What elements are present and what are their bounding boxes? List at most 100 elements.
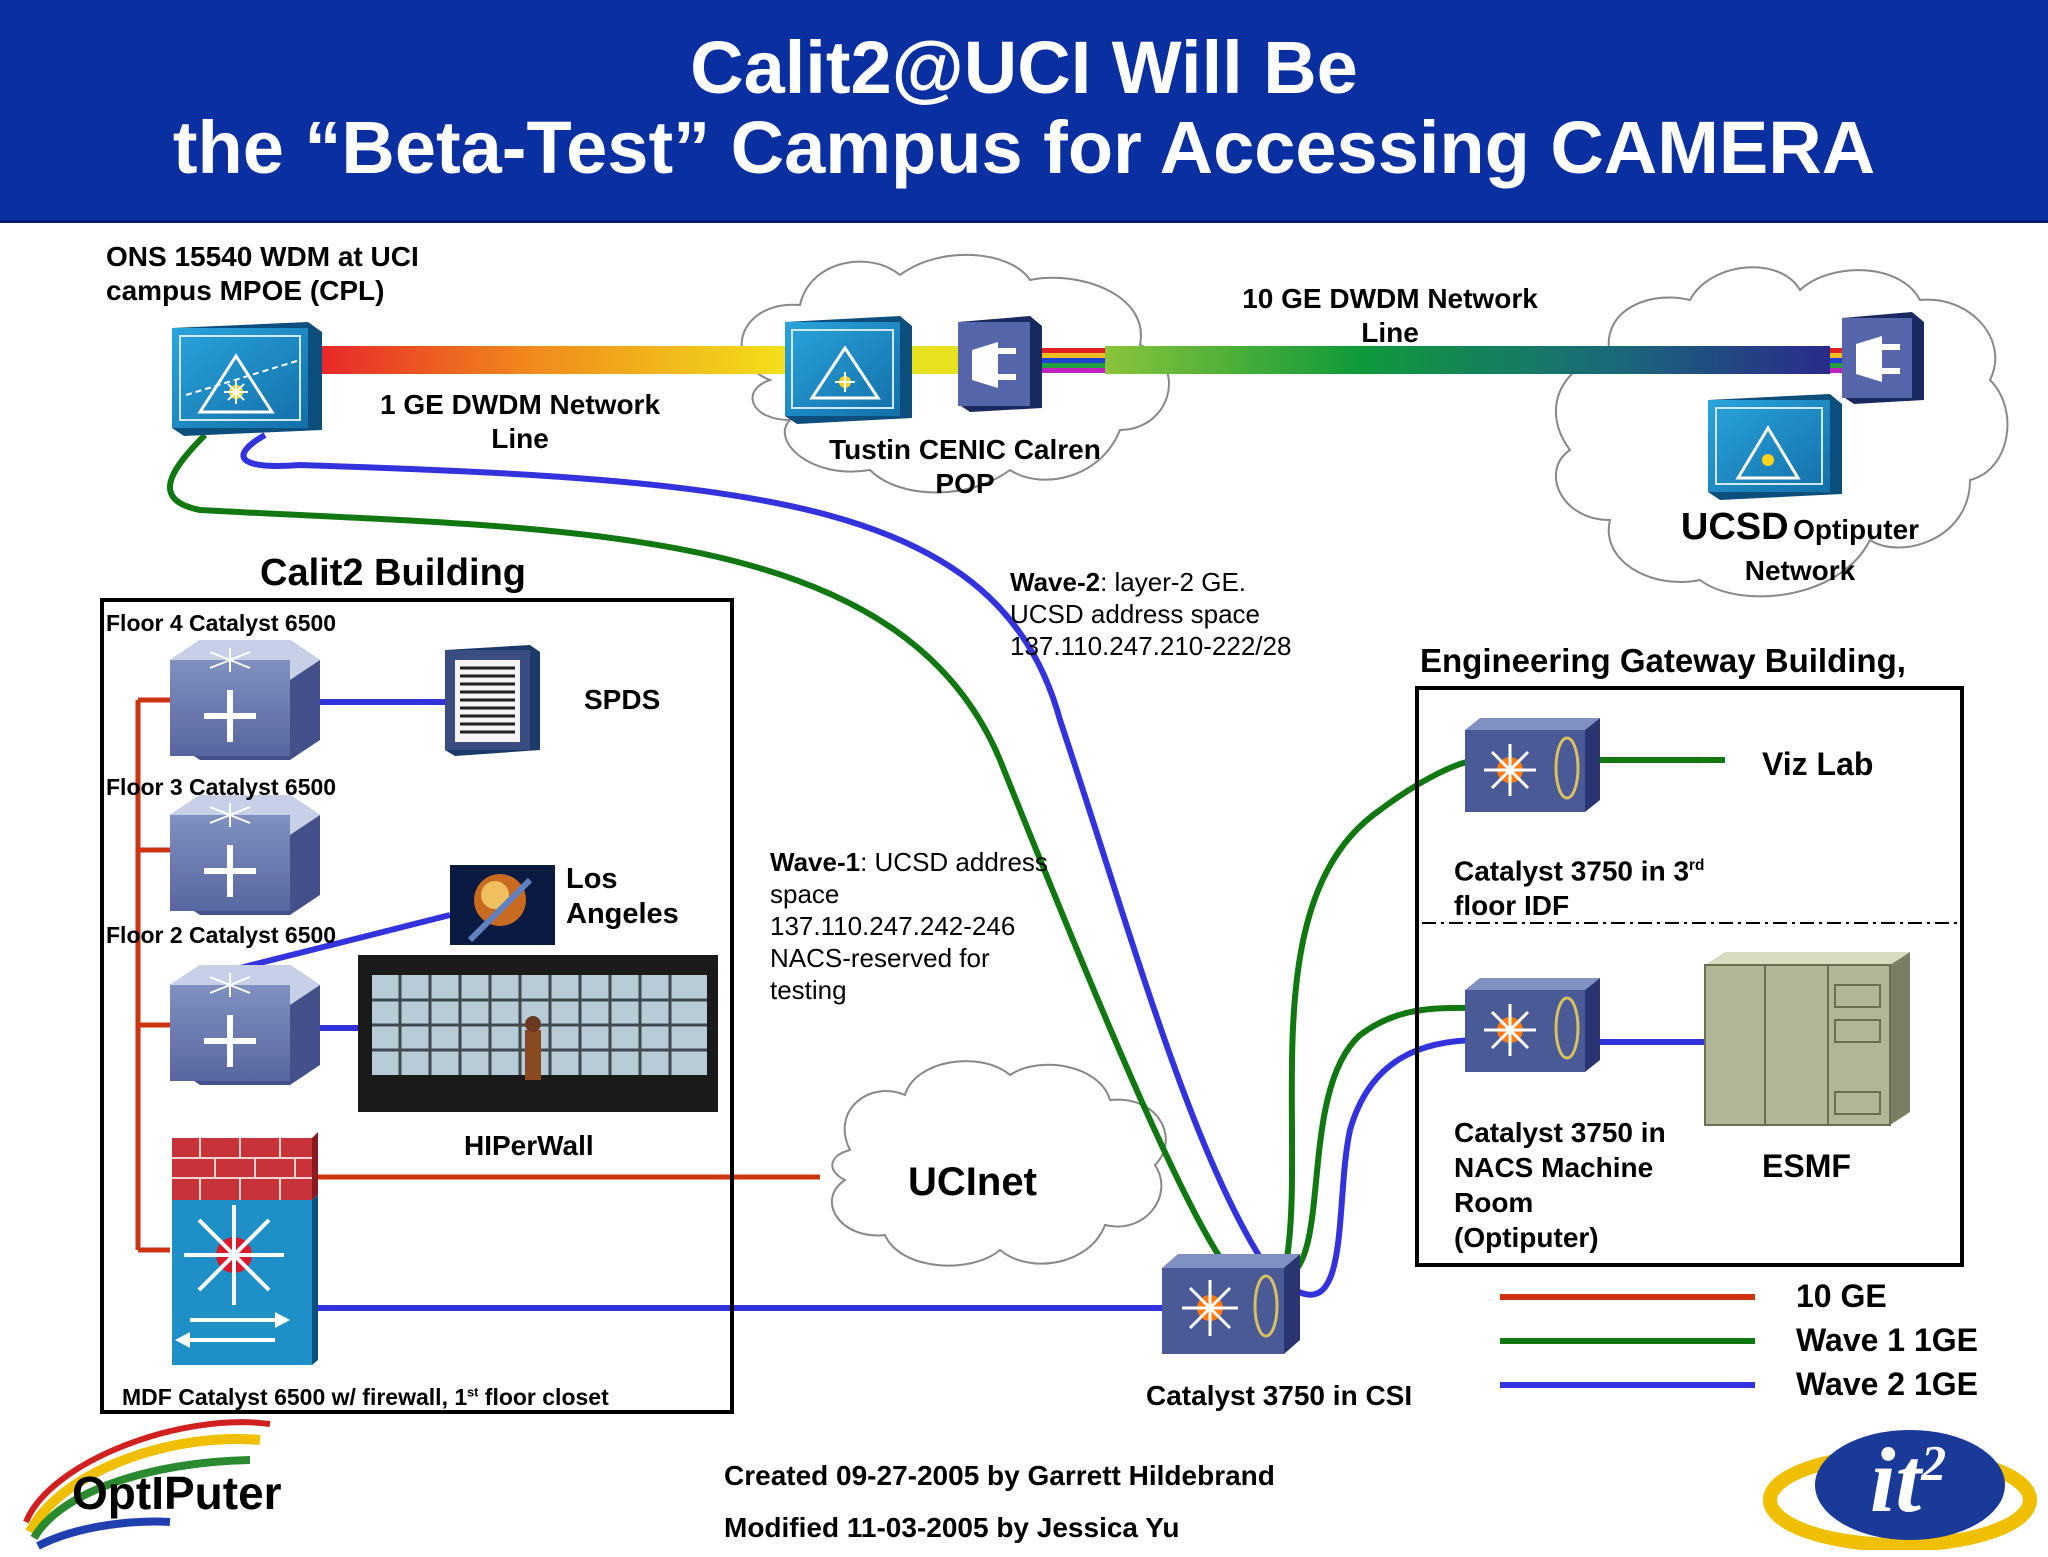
- wave2-uci-to-csi: [240, 432, 1268, 1267]
- tustin-label-line1: Tustin CENIC Calren: [829, 434, 1101, 465]
- nacs-label-line4: (Optiputer): [1454, 1222, 1599, 1253]
- ucsd-label-rest: Optiputer: [1793, 514, 1920, 545]
- wave1-csi-to-nacs: [1288, 1004, 1481, 1278]
- idf-label: Catalyst 3750 in 3rd floor IDF: [1454, 848, 1704, 923]
- hiperwall-image: [358, 955, 718, 1112]
- legend-label-wave2: Wave 2 1GE: [1796, 1366, 1979, 1402]
- wave2-note-line1: : layer-2 GE.: [1100, 567, 1247, 597]
- los-angeles-label-line1: Los: [566, 863, 618, 895]
- esmf-label: ESMF: [1762, 1148, 1851, 1184]
- title-line-1: Calit2@UCI Will Be: [690, 26, 1358, 109]
- it2-ellipse-icon: [1763, 1430, 2037, 1552]
- title-banner: Calit2@UCI Will Be the “Beta-Test” Campu…: [0, 0, 2048, 223]
- mdf-label: MDF Catalyst 6500 w/ firewall, 1st floor…: [122, 1384, 609, 1411]
- idf-switch-icon: [1465, 718, 1600, 812]
- floor3-switch-icon: [170, 795, 320, 915]
- tustin-label: Tustin CENIC Calren POP: [800, 433, 1130, 501]
- ucsd-wdm-device: [1708, 394, 1842, 500]
- ucsd-label: UCSD Optiputer Network: [1660, 508, 1940, 588]
- ucinet-cloud: [831, 1060, 1167, 1267]
- floor2-label: Floor 2 Catalyst 6500: [106, 922, 337, 948]
- dwdm-1ge-label-line1: 1 GE DWDM Network: [379, 389, 661, 420]
- ucsd-label-line2: Network: [1744, 555, 1856, 586]
- calit2-building-title: Calit2 Building: [260, 552, 526, 594]
- calit2-building-box: [100, 598, 734, 1414]
- idf-label-pre: Catalyst 3750 in 3: [1454, 855, 1690, 887]
- eng-gateway-title: Engineering Gateway Building,: [1420, 642, 1906, 679]
- floor2-switch-icon: [170, 965, 320, 1085]
- created-credit: Created 09-27-2005 by Garrett Hildebrand: [724, 1460, 1275, 1491]
- wave1-note-line2: space: [770, 879, 840, 909]
- viz-lab-label: Viz Lab: [1762, 746, 1874, 782]
- wave1-note-bold: Wave-1: [770, 847, 861, 877]
- csi-switch-icon: [1162, 1254, 1300, 1354]
- spds-server-icon: [445, 645, 540, 756]
- wave2-note-line2: UCSD address space: [1010, 599, 1260, 629]
- it2-logo: it2: [1760, 1405, 2045, 1552]
- optiputer-logo: OptIPuter: [20, 1412, 350, 1552]
- idf-label-sup: rd: [1689, 857, 1705, 874]
- wave2-note-bold: Wave-2: [1010, 567, 1101, 597]
- it2-text-sup: 2: [1921, 1434, 1947, 1491]
- modified-credit: Modified 11-03-2005 by Jessica Yu: [724, 1512, 1180, 1543]
- optiputer-swoosh-icon: [23, 1419, 271, 1550]
- fiber-bundle-left: [1035, 348, 1105, 373]
- wave2-note-line3: 137.110.247.210-222/28: [1010, 631, 1292, 661]
- legend-label-10ge: 10 GE: [1796, 1278, 1887, 1314]
- csi-label: Catalyst 3750 in CSI: [1146, 1380, 1413, 1411]
- mdf-firewall-switch-icon: [172, 1132, 318, 1365]
- ons-label-line1: ONS 15540 WDM at UCI: [106, 241, 419, 272]
- wave1-note-line1: : UCSD address: [860, 847, 1048, 877]
- ucsd-label-big: UCSD: [1680, 506, 1789, 548]
- wave2-csi-to-nacs: [1293, 1037, 1481, 1298]
- dwdm-10ge-label-line2: Line: [1361, 317, 1419, 348]
- floor3-label: Floor 3 Catalyst 6500: [106, 774, 337, 800]
- los-angeles-label-line2: Angeles: [566, 898, 679, 930]
- wave1-uci-to-csi: [166, 432, 1228, 1267]
- dwdm-10ge-label: 10 GE DWDM Network Line: [1220, 282, 1560, 350]
- wave1-note: Wave-1: UCSD address space 137.110.247.2…: [770, 846, 1048, 1006]
- legend-label-wave1: Wave 1 1GE: [1796, 1322, 1979, 1358]
- title-line-2: the “Beta-Test” Campus for Accessing CAM…: [172, 106, 1876, 189]
- wave1-note-line5: testing: [770, 975, 847, 1005]
- mdf-label-pre: MDF Catalyst 6500 w/ firewall, 1: [122, 1384, 468, 1410]
- dwdm-1ge-label: 1 GE DWDM Network Line: [370, 388, 670, 456]
- tustin-label-line2: POP: [935, 468, 995, 499]
- eng-gateway-box: [1415, 686, 1964, 1267]
- floor4-switch-icon: [170, 640, 320, 760]
- dwdm-1ge-line-tail: [910, 346, 965, 374]
- nacs-switch-icon: [1465, 978, 1600, 1072]
- hiperwall-label: HIPerWall: [464, 1130, 594, 1161]
- ucinet-label: UCInet: [908, 1160, 1037, 1204]
- dwdm-1ge-label-line2: Line: [491, 423, 549, 454]
- floor4-label: Floor 4 Catalyst 6500: [106, 610, 337, 636]
- wave1-note-line3: 137.110.247.242-246: [770, 911, 1016, 941]
- tustin-mux-device: [958, 316, 1042, 412]
- mdf-label-sup: st: [467, 1385, 479, 1400]
- dwdm-10ge-line: [1105, 346, 1830, 374]
- floor2-to-la: [239, 912, 451, 971]
- nacs-label-line1: Catalyst 3750 in: [1454, 1117, 1666, 1148]
- los-angeles-label: Los Angeles: [566, 862, 679, 932]
- esmf-cabinet-icon: [1704, 952, 1910, 1126]
- ucsd-mux-device: [1842, 312, 1924, 404]
- it2-text-main: it: [1870, 1429, 1922, 1531]
- dwdm-1ge-line: [320, 346, 790, 374]
- dwdm-10ge-label-line1: 10 GE DWDM Network: [1242, 283, 1538, 314]
- nacs-label: Catalyst 3750 in NACS Machine Room (Opti…: [1454, 1115, 1666, 1255]
- los-angeles-image: [450, 865, 555, 945]
- idf-label-line2: floor IDF: [1454, 890, 1570, 922]
- nacs-label-line3: Room: [1454, 1187, 1534, 1218]
- ons-label-line2: campus MPOE (CPL): [106, 275, 385, 306]
- tustin-wdm-device: [785, 316, 912, 424]
- ons-label: ONS 15540 WDM at UCI campus MPOE (CPL): [106, 240, 419, 308]
- wave1-note-line4: NACS-reserved for: [770, 943, 990, 973]
- optiputer-text: OptIPuter: [72, 1467, 282, 1519]
- spds-label: SPDS: [584, 684, 661, 715]
- wave2-note: Wave-2: layer-2 GE. UCSD address space 1…: [1010, 566, 1291, 662]
- ons-wdm-device: [172, 322, 322, 436]
- it2-text: it2: [1870, 1427, 1946, 1533]
- nacs-label-line2: NACS Machine: [1454, 1152, 1654, 1183]
- mdf-label-post: floor closet: [478, 1384, 609, 1410]
